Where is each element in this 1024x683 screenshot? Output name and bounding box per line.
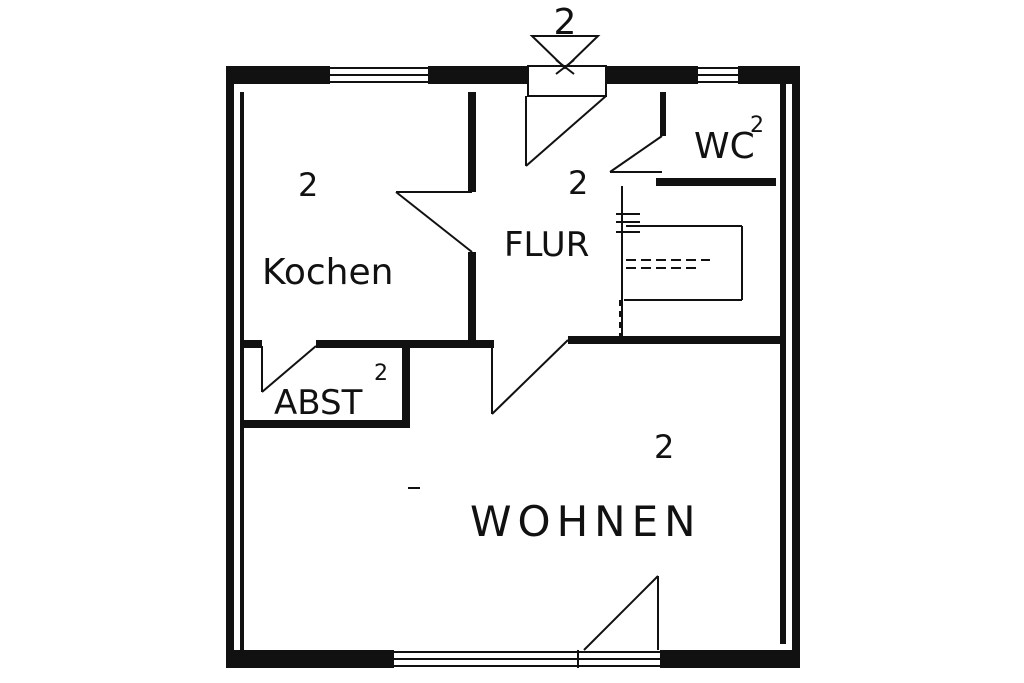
interior-walls [240,92,780,428]
staircase [616,186,743,336]
doors [261,65,663,651]
abst-superscript: 2 [374,361,388,386]
outer-walls [226,66,800,668]
room-kochen: 2 Kochen [262,166,393,293]
room-flur: 2 FLUR [504,164,589,265]
door-abst [261,345,317,393]
wc-superscript: 2 [750,113,764,138]
door-entrance [525,65,607,167]
section-marker-number: 2 [554,2,577,43]
door-wc [609,135,663,173]
kochen-label: Kochen [262,252,393,293]
window-top-right [698,67,738,83]
wohnen-number: 2 [654,428,674,466]
room-wohnen: 2 WOHNEN [408,428,702,546]
flur-label: FLUR [504,225,589,265]
room-abst: ABST 2 [274,361,388,423]
door-wohnen [491,339,569,415]
section-marker: 2 [529,2,601,75]
door-balcony [583,575,659,651]
flur-number: 2 [568,164,588,202]
kochen-number: 2 [298,166,318,204]
windows [330,67,738,668]
wohnen-label: WOHNEN [470,497,702,546]
window-top-left [330,67,428,83]
room-wc: WC 2 [694,113,764,167]
abst-label: ABST [274,383,363,423]
window-bottom [394,650,660,668]
wc-label: WC [694,126,755,167]
door-kochen [395,191,473,253]
